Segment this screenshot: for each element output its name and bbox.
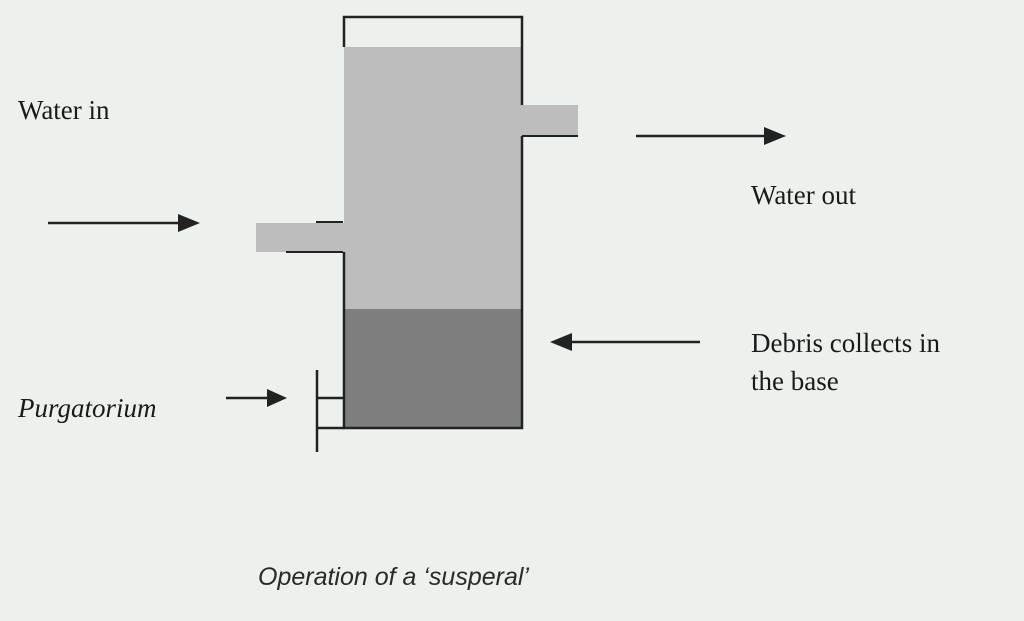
- debris-label-line2: the base: [751, 366, 839, 396]
- figure-caption: Operation of a ‘susperal’: [258, 563, 529, 591]
- vessel-outline: [342, 15, 524, 430]
- water-in-label: Water in: [18, 95, 110, 125]
- debris-label: Debris collects in: [751, 328, 940, 358]
- purgatorium-valve: [315, 370, 344, 452]
- purgatorium-label: Purgatorium: [18, 393, 157, 423]
- water-in-arrow: [48, 214, 200, 232]
- outlet-pipe: [522, 105, 578, 136]
- debris-region: [344, 309, 522, 428]
- water-out-arrow: [636, 127, 786, 145]
- purgatorium-arrow: [226, 389, 287, 407]
- debris-arrow: [550, 333, 700, 351]
- water-region: [344, 47, 522, 310]
- inlet-pipe: [256, 223, 346, 252]
- water-out-label: Water out: [751, 180, 857, 210]
